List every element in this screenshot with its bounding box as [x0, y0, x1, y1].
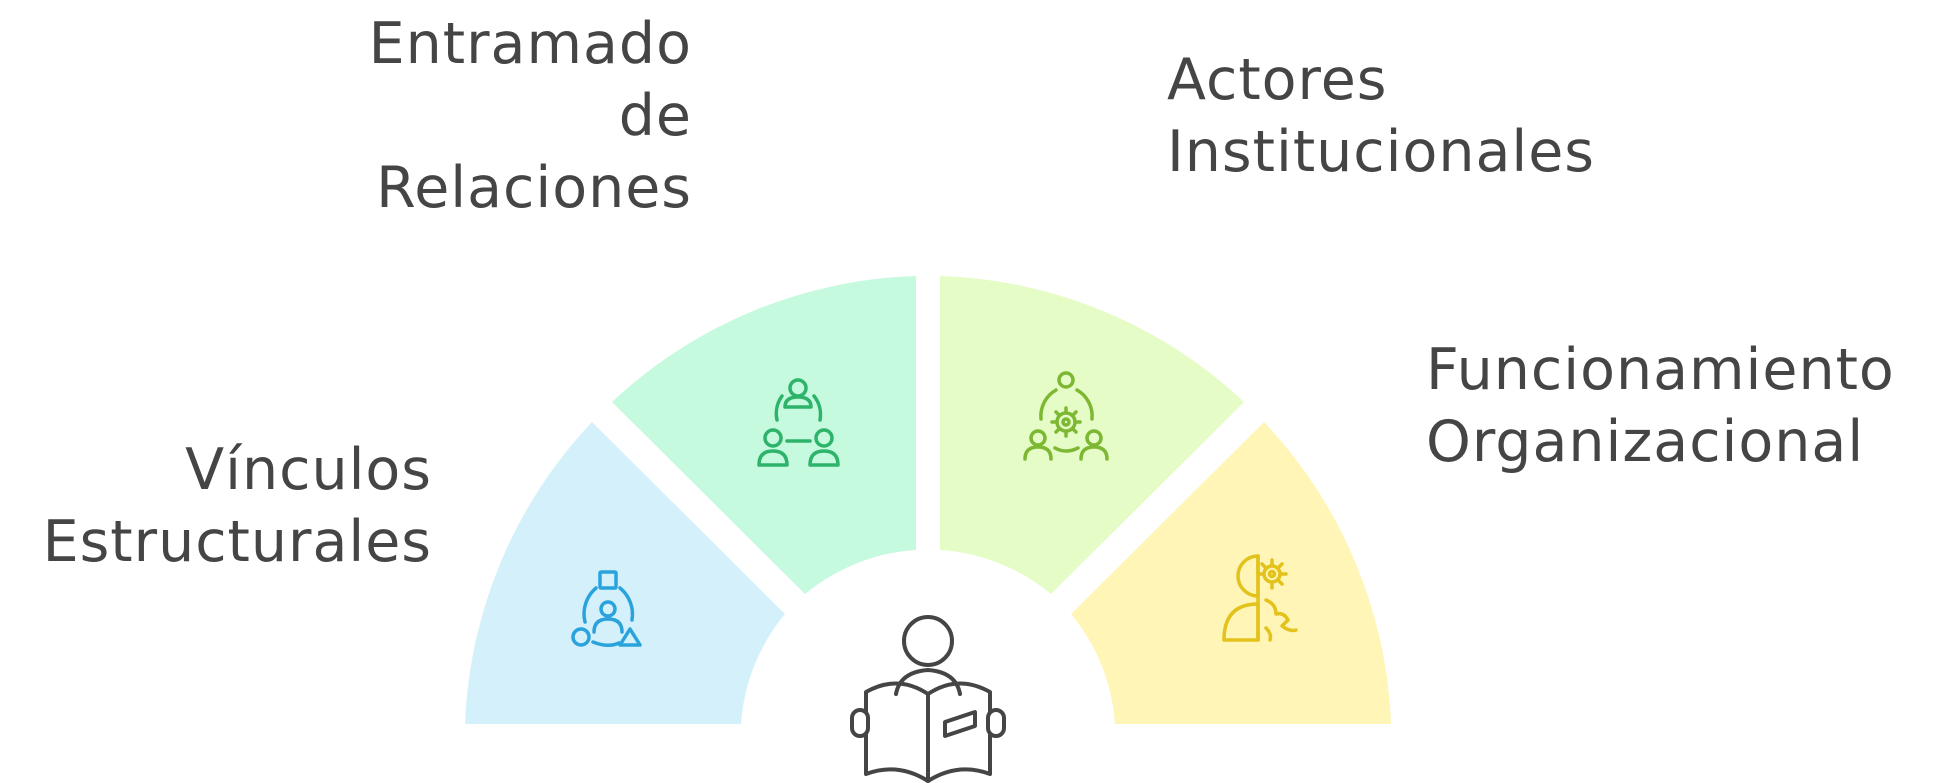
- label-entramado-de-relaciones: Entramado de Relaciones: [369, 8, 692, 224]
- label-line: Relaciones: [376, 155, 692, 221]
- label-line: Organizacional: [1426, 409, 1865, 475]
- label-line: Funcionamiento: [1426, 337, 1895, 403]
- person-reading-book-icon: [850, 615, 1006, 783]
- community-shapes-icon: [571, 570, 642, 647]
- label-funcionamiento-organizacional: Funcionamiento Organizacional: [1426, 334, 1895, 478]
- label-line: de: [618, 83, 692, 149]
- label-line: Vínculos: [185, 437, 432, 503]
- group-network-icon: [757, 378, 840, 467]
- label-line: Actores: [1167, 47, 1388, 113]
- segment-vinculos: [465, 422, 785, 724]
- label-line: Entramado: [368, 11, 692, 77]
- segment-actores: [940, 276, 1244, 594]
- label-actores-institucionales: Actores Institucionales: [1167, 44, 1595, 188]
- team-gear-icon: [1023, 371, 1109, 461]
- segment-funcionamiento: [1071, 422, 1391, 724]
- label-line: Estructurales: [42, 509, 432, 575]
- head-gears-icon: [1222, 554, 1298, 642]
- label-vinculos-estructurales: Vínculos Estructurales: [43, 434, 432, 578]
- label-line: Institucionales: [1167, 119, 1595, 185]
